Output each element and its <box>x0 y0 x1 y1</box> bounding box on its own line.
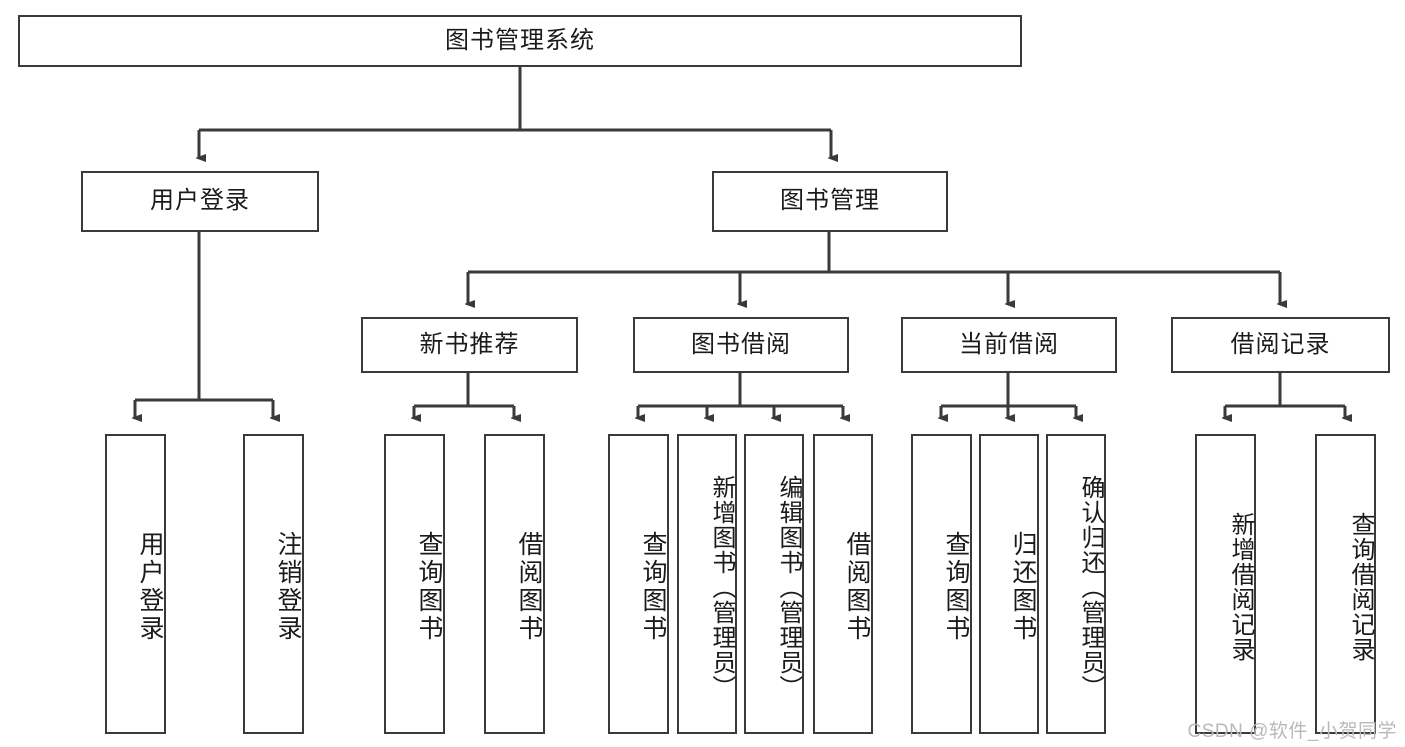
node-leaf-add-record[interactable]: 新增借阅记录 <box>1195 434 1256 734</box>
node-user-login[interactable]: 用户登录 <box>81 171 319 232</box>
node-label: 注销登录 <box>274 531 302 643</box>
node-label: 借阅图书 <box>515 531 543 643</box>
node-label: 图书管理 <box>780 187 880 215</box>
node-label: 归还图书 <box>1009 531 1037 643</box>
node-label: 借阅记录 <box>1230 330 1331 358</box>
node-label: 图书借阅 <box>691 330 791 358</box>
node-book-management[interactable]: 图书管理 <box>712 171 948 232</box>
node-new-book-recommend[interactable]: 新书推荐 <box>361 317 578 373</box>
node-leaf-logout[interactable]: 注销登录 <box>243 434 304 734</box>
node-current-borrow[interactable]: 当前借阅 <box>901 317 1117 373</box>
node-leaf-confirm-return[interactable]: 确认归还（管理员） <box>1046 434 1106 734</box>
node-label: 新增借阅记录 <box>1227 512 1254 662</box>
node-label: 确认归还（管理员） <box>1077 474 1104 700</box>
node-label: 编辑图书（管理员） <box>775 474 802 700</box>
node-leaf-borrow-book-2[interactable]: 借阅图书 <box>813 434 873 734</box>
node-leaf-query-book-3[interactable]: 查询图书 <box>911 434 972 734</box>
node-leaf-return-book[interactable]: 归还图书 <box>979 434 1039 734</box>
node-borrow-record[interactable]: 借阅记录 <box>1171 317 1390 373</box>
node-label: 借阅图书 <box>843 531 871 643</box>
node-leaf-user-login[interactable]: 用户登录 <box>105 434 166 734</box>
node-label: 新书推荐 <box>419 330 520 358</box>
node-label: 当前借阅 <box>959 330 1059 358</box>
node-label: 新增图书（管理员） <box>708 474 735 700</box>
node-root-book-management-system[interactable]: 图书管理系统 <box>18 15 1022 67</box>
node-leaf-edit-book[interactable]: 编辑图书（管理员） <box>744 434 804 734</box>
node-label: 查询图书 <box>415 531 443 643</box>
node-label: 用户登录 <box>150 187 250 215</box>
node-leaf-query-book-1[interactable]: 查询图书 <box>384 434 445 734</box>
node-book-borrow[interactable]: 图书借阅 <box>633 317 849 373</box>
watermark-text: CSDN @软件_小贺同学 <box>1187 721 1397 742</box>
node-label: 用户登录 <box>136 531 164 643</box>
node-leaf-query-book-2[interactable]: 查询图书 <box>608 434 669 734</box>
node-leaf-borrow-book-1[interactable]: 借阅图书 <box>484 434 545 734</box>
node-label: 查询借阅记录 <box>1347 512 1374 662</box>
node-leaf-query-record[interactable]: 查询借阅记录 <box>1315 434 1376 734</box>
node-label: 查询图书 <box>942 531 970 643</box>
node-label: 查询图书 <box>639 531 667 643</box>
node-leaf-add-book[interactable]: 新增图书（管理员） <box>677 434 737 734</box>
node-label: 图书管理系统 <box>445 26 595 54</box>
